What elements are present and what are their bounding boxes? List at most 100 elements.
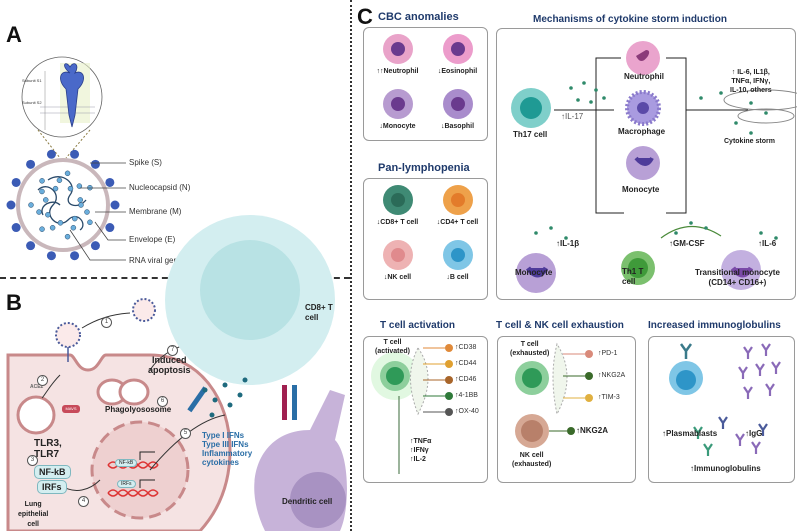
rna-genome-label: RNA viral genome [129,256,194,265]
antibody-icon [743,346,753,359]
nucleocapsid-bead [28,202,34,208]
activation-cytokines-label: ↑TNFα ↑IFNγ ↑IL-2 [410,438,432,463]
nucleocapsid-bead [64,233,71,240]
cell-item: ↓CD4+ T cell [430,185,485,226]
t-activation-diagram [371,344,453,474]
immunoglobulins-title: Increased immunoglobulins [648,320,781,331]
cell-item: ↑↑Neutrophil [370,34,425,75]
exhaustion-marker-label: ↑NKG2A [598,372,626,379]
neutrophil-storm-label: Neutrophil [624,72,664,81]
inset-connector [37,129,91,159]
activation-marker-label: ↑OX-40 [455,408,479,415]
spike-protein [46,251,56,261]
nucleocapsid-bead [49,224,56,231]
cytokine-particle [674,231,678,235]
phagolysosome-label: Phagolyososome [105,405,172,414]
spike-protein [90,241,100,251]
nucleocapsid-bead [52,185,59,192]
cytokine-release-label: Type I IFNs Type III IFNs Inflammatory c… [202,431,253,467]
cytokine-particle [719,91,723,95]
step-3-marker: 3 [27,455,38,466]
nfkb-nuclear-badge: NF-kB [115,459,138,467]
cell-icon [382,185,413,215]
cytokine-particle [582,81,586,85]
antibody-icon [765,383,775,396]
nucleocapsid-bead [39,188,45,195]
antibody-icon [738,366,748,379]
panel-a-letter: A [6,22,22,47]
igg-label: ↑IgG [745,429,763,438]
cytokine-particle [212,397,218,403]
nucleocapsid-bead [64,170,71,177]
step-4-marker: 4 [78,496,89,507]
cytokine-particle [689,221,693,225]
cytokine-particle [209,412,215,418]
activation-marker-label: ↑CD46 [455,376,477,383]
lymphopenia-title: Pan-lymphopenia [378,162,470,174]
cytokine-particle [569,86,573,90]
cytokine-storm-label: Cytokine storm [724,138,775,145]
cell-item: ↓Basophil [430,89,485,130]
nucleocapsid-bead [39,178,45,184]
plasmablasts-label: ↑Plasmablasts [662,429,718,438]
cell-label: ↓NK cell [383,274,412,281]
nucleus-icon [450,193,465,207]
nucleus-icon [390,193,405,207]
monocyte-il1b-cell-label: Monocyte [515,268,553,277]
nucleocapsid-bead [77,197,84,203]
transitional-monocyte-label: Transitional monocyte (CD14+ CD16+) [695,268,780,287]
spike-protein [70,251,80,261]
cytokine-particle [534,231,538,235]
nucleocapsid-label: Nucleocapsid (N) [129,183,191,192]
nk-receptor-icon [567,427,575,435]
nucleus-icon [450,248,465,262]
cytokine-particle [202,387,208,393]
receptor-icon [445,344,453,352]
nucleocapsid-bead [42,197,49,203]
antibody-icon [693,426,703,439]
nucleocapsid-bead [36,209,42,215]
subunit-s2-label: Subunit S2 [22,100,42,105]
cbc-box: ↑↑Neutrophil↓Eosinophil↓Monocyte↓Basophi… [363,27,488,141]
nucleus-icon [450,42,465,56]
receptor-icon [445,376,453,384]
cell-label: ↓CD8+ T cell [376,219,419,226]
cell-label: ↓CD4+ T cell [436,219,479,226]
cytokine-particle [699,96,703,100]
nucleocapsid-bead [57,220,64,226]
exhausted-nk-cell-label: NK cell (exhausted) [512,452,552,468]
cbc-title: CBC anomalies [378,11,459,23]
nucleus-icon [450,97,465,111]
cytokine-particle [734,121,738,125]
spike-protein [105,177,115,187]
cytokine-particle [704,226,708,230]
ace2-label: ACE2 [30,384,44,390]
spike-protein [105,223,115,233]
nucleocapsid-bead [70,224,77,231]
th1-label: Th1 T cell [622,267,644,286]
nucleocapsid-bead [72,215,78,222]
spike-protein [70,149,80,159]
induced-apoptosis-label: Induced apoptosis [148,355,191,375]
receptor-icon [585,350,593,358]
il1b-label: ↑IL-1β [556,239,580,248]
cytokine-particle [564,236,568,240]
gmcsf-label: ↑GM-CSF [669,239,705,248]
cell-label: ↓Monocyte [379,123,416,130]
step-1-marker: 1 [101,317,112,328]
receptor-icon [445,392,453,400]
nucleocapsid-bead [56,177,63,184]
cytokine-particle [549,226,553,230]
lung-epithelial-cell-label: Lung epithelial cell [18,501,49,528]
spike-protein [11,177,21,187]
antibody-icon [718,416,728,429]
cell-item: ↓CD8+ T cell [370,185,425,226]
th17-label: Th17 cell [513,130,548,139]
activation-marker-label: ↑CD38 [455,344,477,351]
cytokine-particle [242,377,248,383]
cytokine-particle [602,96,606,100]
receptor-icon [445,408,453,416]
subunit-s1-label: Subunit S1 [22,78,42,83]
membrane-label: Membrane (M) [129,207,182,216]
nucleocapsid-bead [39,226,45,232]
